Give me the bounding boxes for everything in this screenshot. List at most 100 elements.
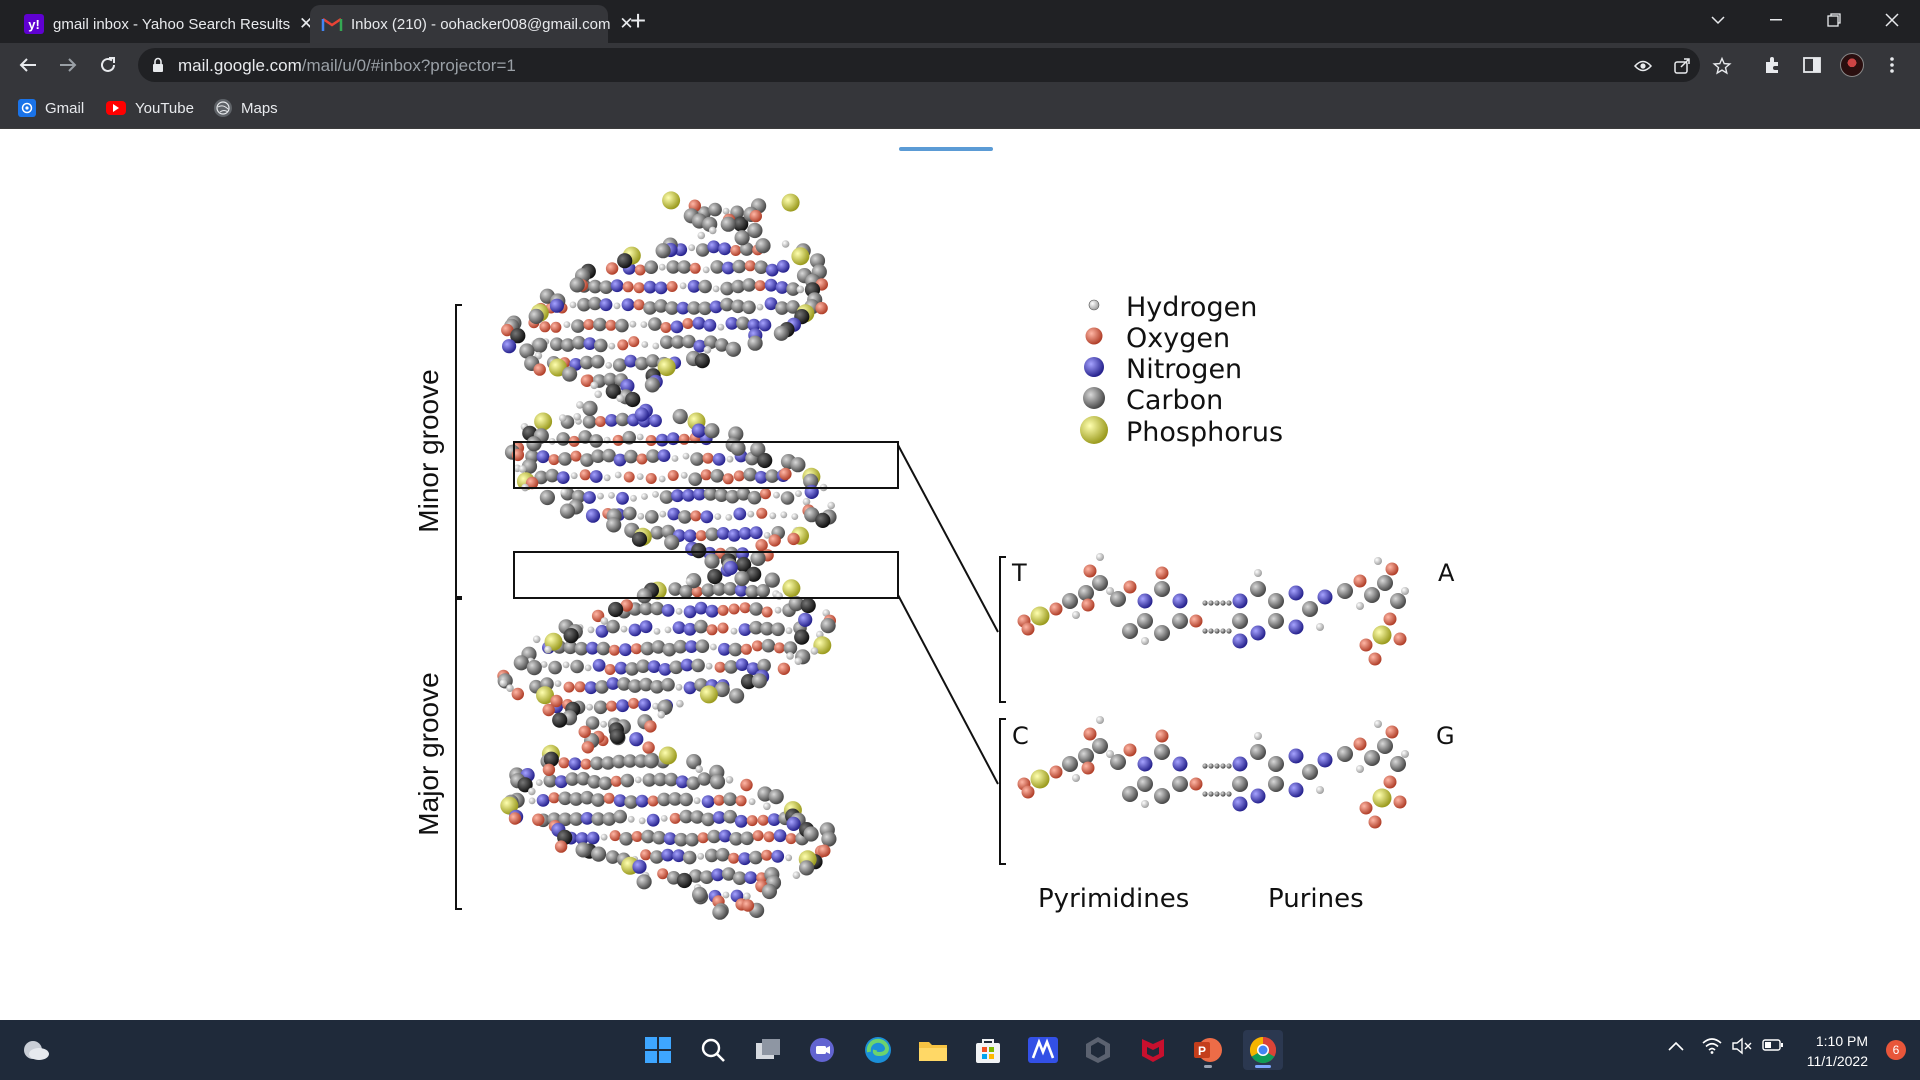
back-arrow-icon[interactable] [12, 49, 44, 81]
windows-start-icon[interactable] [638, 1030, 678, 1070]
atom-sphere [506, 684, 514, 692]
atom-sphere [550, 337, 564, 351]
atom-sphere [720, 281, 734, 296]
bookmark-youtube[interactable]: YouTube [106, 97, 194, 119]
powerpoint-icon[interactable]: P [1188, 1030, 1228, 1070]
weather-icon[interactable] [16, 1030, 56, 1070]
atom-sphere [660, 815, 668, 822]
atom-sphere [558, 452, 572, 466]
store-icon[interactable] [968, 1030, 1008, 1070]
tab-search-chevron-icon[interactable] [1690, 0, 1746, 40]
close-tab-icon[interactable]: ✕ [619, 14, 634, 33]
zoom-line [897, 444, 999, 633]
bookmark-gmail[interactable]: Gmail [18, 97, 84, 119]
atom-sphere [1154, 581, 1170, 597]
share-icon[interactable] [1669, 53, 1695, 79]
atom-sphere [725, 317, 739, 330]
tab-gmail-inbox[interactable]: Inbox (210) - oohacker008@gmail.com ✕ [310, 5, 634, 43]
wifi-icon[interactable] [1702, 1038, 1722, 1058]
profile-avatar[interactable] [1836, 49, 1868, 81]
atom-sphere [645, 354, 660, 368]
atom-sphere [1208, 791, 1214, 797]
atom-sphere [691, 658, 705, 673]
atom-sphere [742, 300, 756, 315]
forward-arrow-icon[interactable] [52, 49, 84, 81]
atom-sphere [647, 795, 659, 807]
chrome-icon[interactable] [1243, 1030, 1283, 1070]
atom-sphere [714, 488, 729, 503]
battery-icon[interactable] [1762, 1038, 1784, 1056]
file-explorer-icon[interactable] [913, 1030, 953, 1070]
atom-sphere [734, 584, 748, 597]
search-icon[interactable] [693, 1030, 733, 1070]
legend-hydrogen-swatch [1088, 299, 1100, 311]
app-m-icon[interactable] [1023, 1030, 1063, 1070]
bookmark-star-icon[interactable] [1709, 53, 1735, 79]
bookmark-maps[interactable]: Maps [214, 97, 278, 119]
atom-sphere [1372, 625, 1392, 645]
atom-sphere [583, 319, 595, 330]
close-window-button[interactable] [1864, 0, 1920, 40]
side-panel-icon[interactable] [1796, 49, 1828, 81]
atom-sphere [668, 582, 682, 596]
minimize-button[interactable] [1748, 0, 1804, 40]
atom-sphere [625, 662, 639, 676]
atom-sphere [636, 473, 644, 480]
atom-sphere [1377, 575, 1393, 591]
lock-icon[interactable] [152, 57, 164, 78]
atom-sphere [1106, 750, 1114, 758]
mcafee-icon[interactable] [1133, 1030, 1173, 1070]
atom-sphere [683, 622, 697, 636]
eye-icon[interactable] [1630, 53, 1656, 79]
atom-sphere [695, 765, 703, 773]
atom-sphere [673, 639, 688, 654]
atom-sphere [690, 510, 702, 522]
app-dark-icon[interactable] [1078, 1030, 1118, 1070]
more-menu-icon[interactable] [1876, 49, 1908, 81]
atom-sphere [710, 469, 724, 483]
atom-sphere [738, 852, 752, 866]
atom-sphere [745, 584, 759, 599]
atom-sphere [1232, 613, 1248, 629]
speaker-muted-icon[interactable] [1732, 1037, 1752, 1058]
atom-sphere [739, 602, 751, 614]
teams-chat-icon[interactable] [803, 1030, 843, 1070]
clock-time: 1:10 PM [1815, 1033, 1868, 1049]
atom-sphere [679, 282, 687, 290]
atom-sphere [665, 301, 679, 315]
tab-yahoo-search[interactable]: y! gmail inbox - Yahoo Search Results ✕ [12, 5, 313, 43]
reload-icon[interactable] [92, 49, 124, 81]
atom-sphere [730, 627, 738, 635]
atom-sphere [528, 787, 536, 796]
atom-sphere [609, 830, 621, 842]
system-clock[interactable]: 1:10 PM 11/1/2022 [1807, 1031, 1868, 1071]
extensions-icon[interactable] [1756, 49, 1788, 81]
atom-sphere [683, 605, 697, 619]
notification-badge[interactable]: 6 [1886, 1040, 1906, 1060]
atom-sphere [744, 871, 758, 884]
restore-button[interactable] [1806, 0, 1862, 40]
atom-sphere [586, 703, 593, 711]
atom-sphere [585, 508, 601, 523]
url-text[interactable]: mail.google.com/mail/u/0/#inbox?projecto… [178, 56, 516, 76]
address-bar[interactable]: mail.google.com/mail/u/0/#inbox?projecto… [138, 48, 1732, 82]
atom-sphere [1155, 566, 1169, 580]
atom-sphere [786, 816, 801, 832]
atom-sphere [736, 547, 749, 561]
show-hidden-icons[interactable] [1668, 1038, 1684, 1055]
atom-sphere [704, 335, 718, 349]
atom-sphere [638, 817, 646, 825]
atom-sphere [692, 886, 708, 903]
edge-icon[interactable] [858, 1030, 898, 1070]
atom-sphere [1208, 763, 1214, 769]
new-tab-button[interactable]: + [629, 5, 647, 36]
atom-sphere [761, 849, 773, 861]
atom-sphere [647, 660, 661, 673]
task-view-icon[interactable] [748, 1030, 788, 1070]
atom-sphere [1288, 619, 1304, 635]
atom-sphere [1254, 732, 1262, 740]
close-tab-icon[interactable]: ✕ [298, 14, 314, 33]
atom-sphere [591, 609, 605, 623]
atom-sphere [715, 338, 729, 352]
atom-sphere [820, 618, 836, 634]
